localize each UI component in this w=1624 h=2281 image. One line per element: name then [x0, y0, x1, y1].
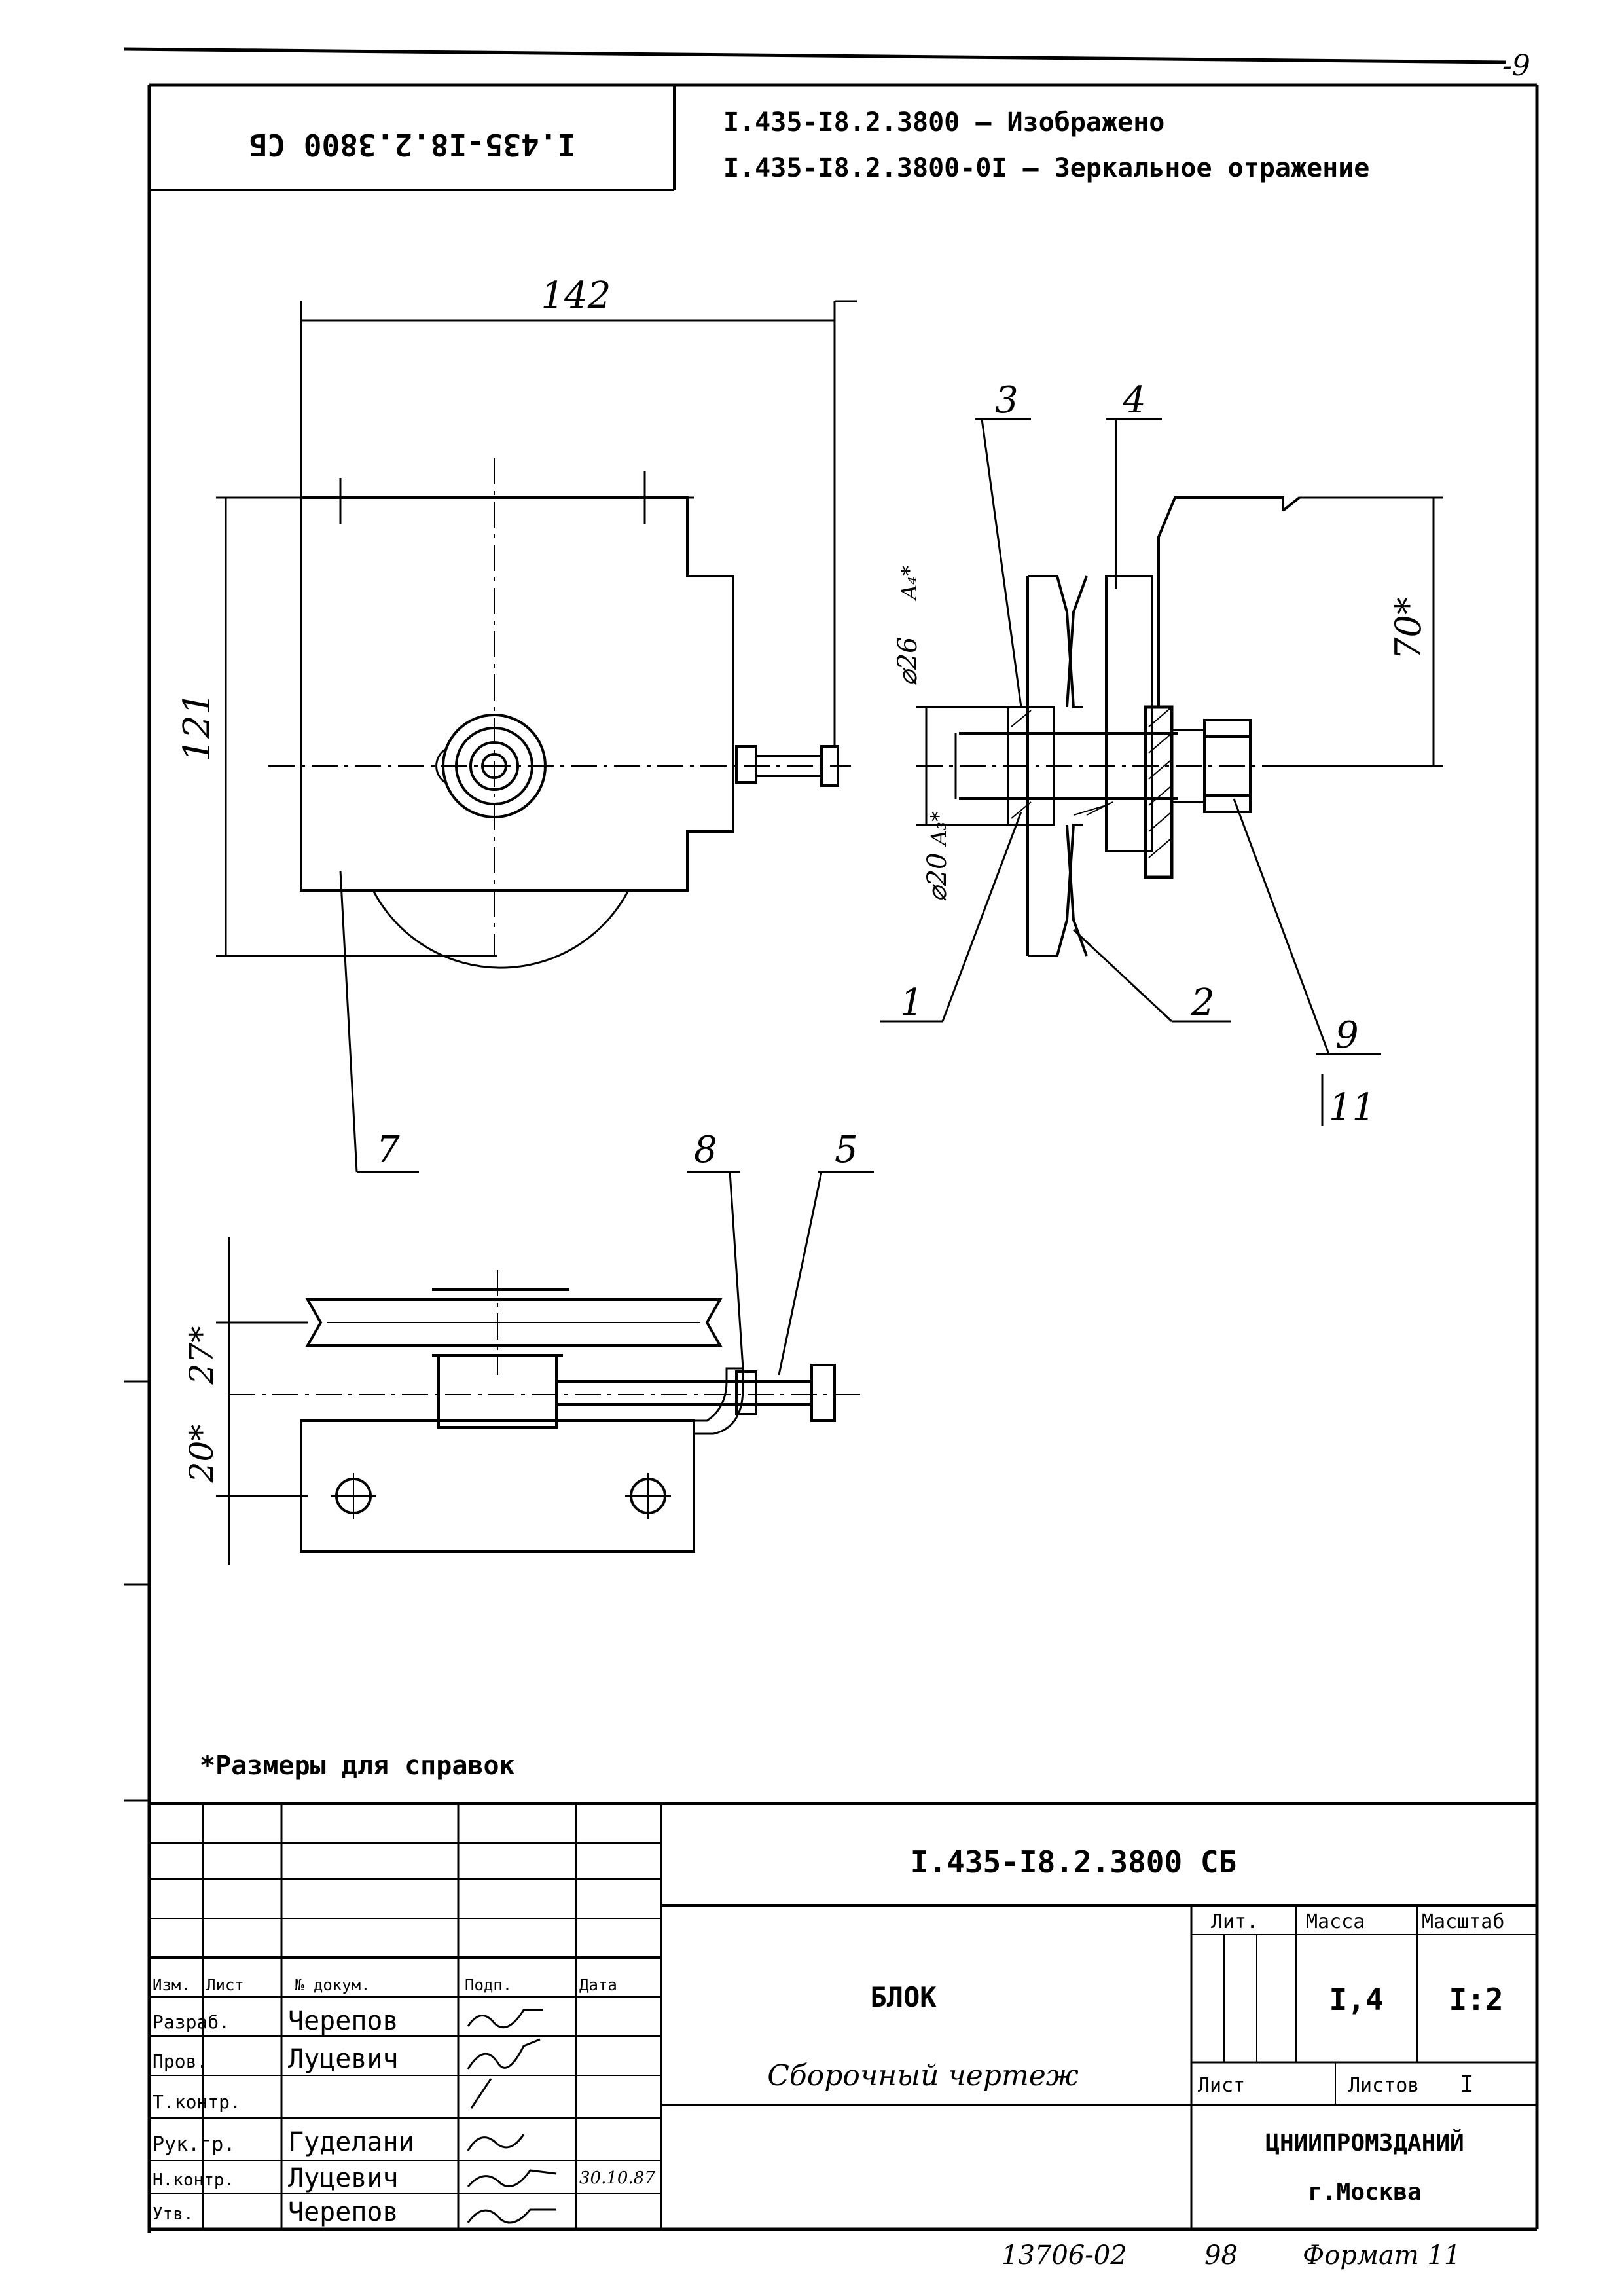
- callout-9: 9: [1335, 1014, 1359, 1057]
- tb-col-date: Дата: [579, 1976, 617, 1994]
- tb-doc-type: Сборочный чертеж: [767, 2059, 1079, 2092]
- callout-leaders-side: [880, 418, 1381, 1126]
- dim-diameters: [916, 706, 1008, 826]
- tb-role-3: Т.контр.: [153, 2091, 241, 2113]
- tb-sheet-label: Лист: [1198, 2074, 1245, 2097]
- dim-27-label: 27*: [183, 1326, 221, 1385]
- dim-27-20: [216, 1237, 308, 1565]
- plan-view: [229, 1270, 864, 1553]
- dim-20b-label: 20*: [183, 1425, 221, 1484]
- dim-70-label: 70*: [1388, 597, 1429, 660]
- dim-d26-fit: A₄*: [897, 566, 922, 602]
- dim-121: [216, 496, 694, 957]
- tb-person-2: Луцевич: [288, 2044, 399, 2074]
- variant-line-1: I.435-I8.2.3800 – Изображено: [723, 107, 1164, 137]
- tb-role-4: Рук.гр.: [153, 2133, 235, 2156]
- tb-person-6: Черепов: [288, 2197, 399, 2227]
- side-section-view: [916, 496, 1301, 957]
- callout-11: 11: [1329, 1086, 1375, 1129]
- tb-city: г.Москва: [1308, 2179, 1421, 2206]
- dim-d20-label: ⌀20: [922, 853, 952, 902]
- tb-lit-label: Лит.: [1211, 1910, 1258, 1933]
- footer-page: 98: [1204, 2240, 1238, 2271]
- front-view: [268, 458, 851, 969]
- tb-role-6: Утв.: [153, 2204, 194, 2224]
- tb-role-2: Пров.: [153, 2051, 208, 2072]
- tb-mass-value: I,4: [1329, 1982, 1383, 2017]
- dim-70: [1283, 496, 1443, 767]
- tb-org: ЦНИИПРОМЗДАНИЙ: [1265, 2129, 1464, 2157]
- dim-d20-fit: A₃*: [926, 811, 951, 847]
- callout-leaders-plan: [687, 1171, 874, 1376]
- tb-role-5: Н.контр.: [153, 2170, 234, 2190]
- reference-dimensions-note: *Размеры для справок: [200, 1751, 515, 1781]
- tb-signature-date: 30.10.87: [579, 2168, 655, 2188]
- dim-121-label: 121: [176, 692, 219, 762]
- tb-sheets-value: I: [1460, 2071, 1474, 2098]
- dim-142-label: 142: [541, 274, 611, 317]
- tb-person-4: Гуделани: [288, 2127, 414, 2157]
- tb-name: БЛОК: [870, 1981, 937, 2013]
- variant-line-2: I.435-I8.2.3800-0I – Зеркальное отражени…: [723, 153, 1369, 183]
- tb-sheets-label: Листов: [1348, 2074, 1419, 2097]
- footer-format: Формат 11: [1303, 2240, 1460, 2271]
- callout-5: 5: [835, 1129, 858, 1171]
- tb-col-izm: Изм.: [153, 1976, 190, 1994]
- top-stamp-box: [149, 85, 676, 191]
- tb-scale-value: I:2: [1449, 1982, 1503, 2017]
- callout-7-leader: [339, 870, 419, 1173]
- callout-4: 4: [1122, 379, 1146, 422]
- callout-3: 3: [995, 379, 1019, 422]
- callout-8: 8: [694, 1129, 717, 1171]
- tb-col-sign: Подп.: [465, 1976, 512, 1994]
- dim-d26-label: ⌀26: [893, 637, 923, 686]
- footer-number: 13706-02: [1001, 2240, 1127, 2271]
- tb-designation: I.435-I8.2.3800 СБ: [911, 1844, 1237, 1880]
- callout-1: 1: [900, 981, 924, 1024]
- tb-col-list: Лист: [206, 1976, 244, 1994]
- tb-role-1: Разраб.: [153, 2011, 230, 2033]
- sheet-frame: [124, 47, 1539, 2233]
- tb-person-5: Луцевич: [288, 2163, 399, 2193]
- tb-scale-label: Масштаб: [1422, 1910, 1504, 1933]
- section-hatching: [1011, 706, 1172, 858]
- tb-col-doc: № докум.: [295, 1976, 370, 1994]
- tb-person-1: Черепов: [288, 2006, 399, 2036]
- callout-2: 2: [1191, 981, 1215, 1024]
- signatures: [467, 2009, 557, 2224]
- dim-142: [300, 300, 857, 746]
- title-block-grid: [149, 1802, 1537, 2229]
- page-corner-mark: -9: [1502, 49, 1530, 82]
- callout-7: 7: [376, 1129, 400, 1171]
- top-stamp-designation-rotated: I.435-I8.2.3800 СБ: [249, 127, 576, 162]
- tb-mass-label: Масса: [1306, 1910, 1365, 1933]
